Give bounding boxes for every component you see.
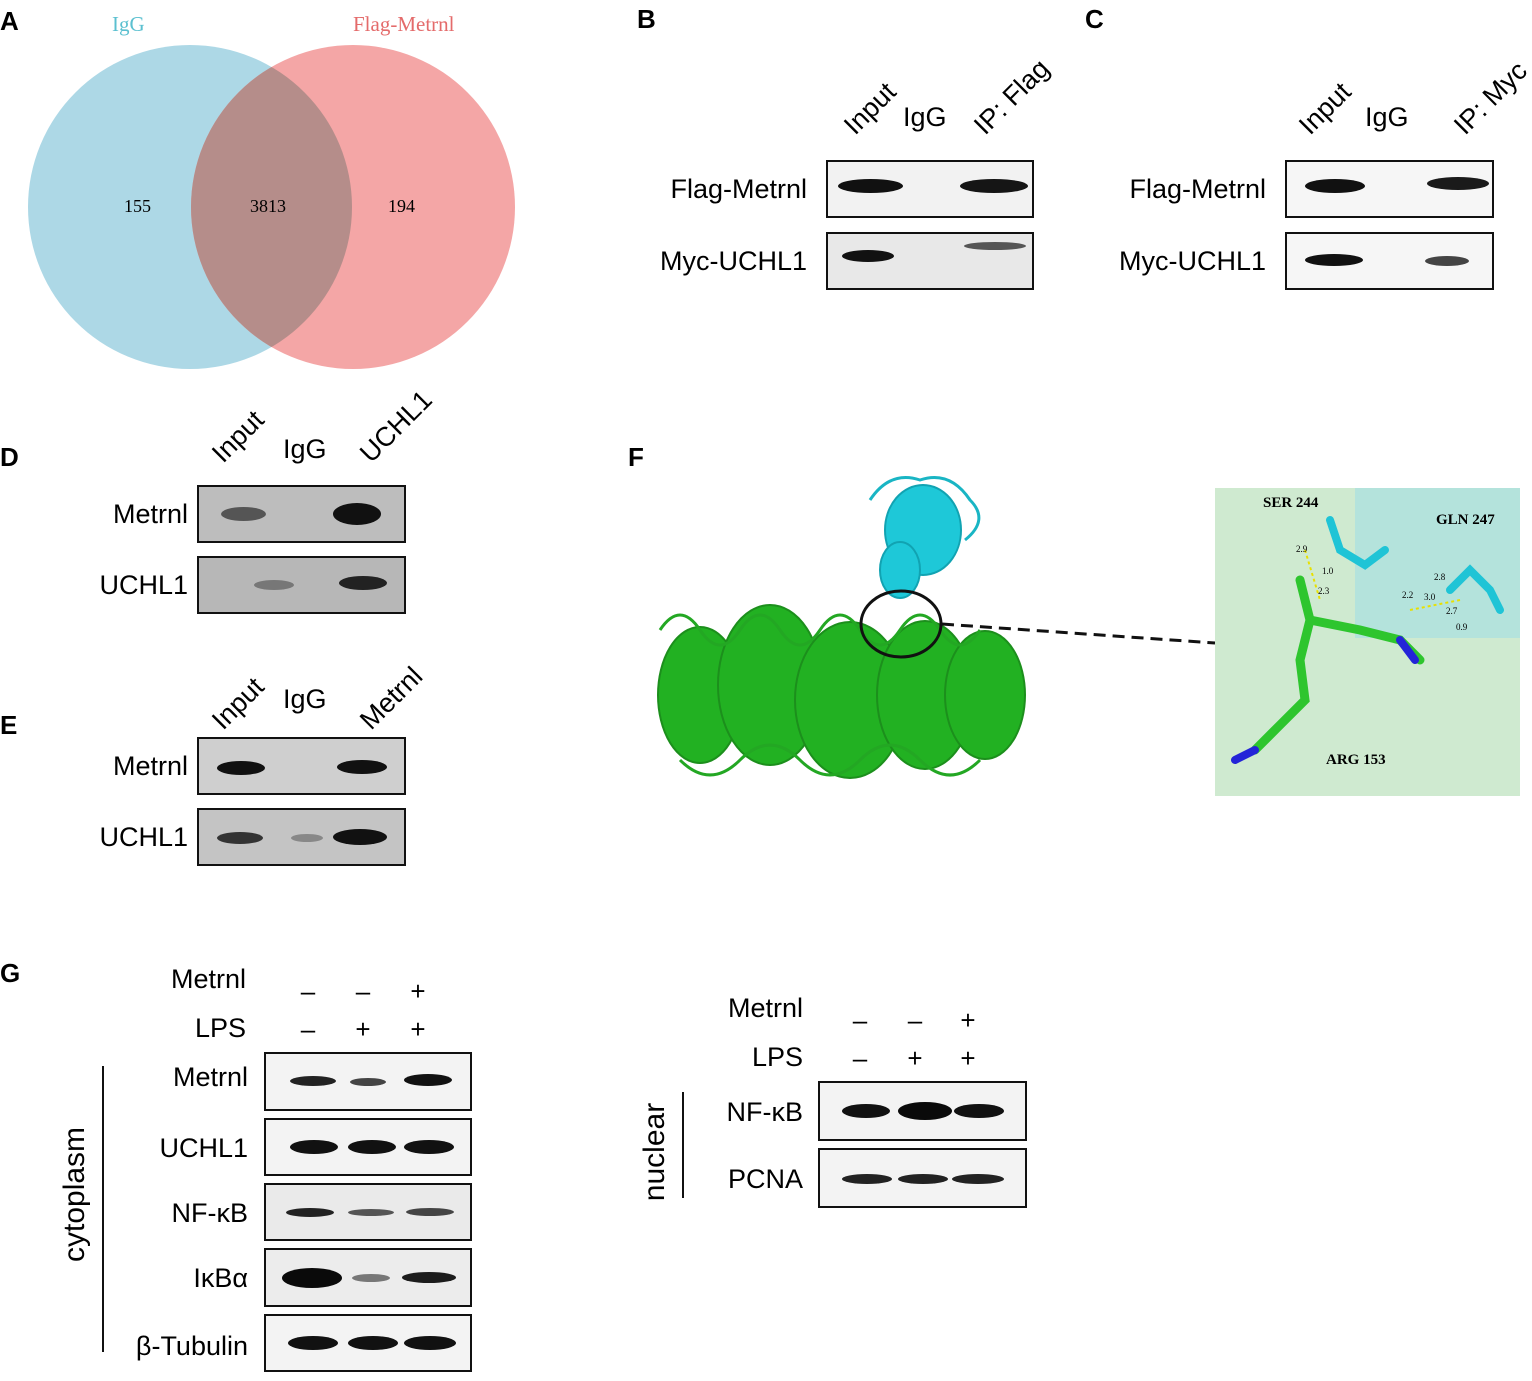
cytoplasm-label: cytoplasm (58, 1126, 91, 1262)
panel-b-row-myc: Myc-UCHL1 (659, 246, 807, 276)
g-cyto-blot-metrnl (264, 1052, 472, 1111)
panel-d-blot-metrnl (197, 485, 406, 543)
panel-d-row-metrnl: Metrnl (112, 499, 188, 529)
panel-label-d: D (0, 442, 19, 472)
panel-b-blot-flag (826, 160, 1034, 218)
panel-c-blot-myc (1285, 232, 1494, 290)
distance-label: 2.7 (1446, 606, 1458, 616)
g-nuc-sign: + (907, 1043, 923, 1073)
panel-d-lane-igg: IgG (283, 434, 327, 464)
panel-c-lane-igg: IgG (1365, 102, 1409, 132)
protein-structure-image (657, 476, 1520, 796)
cyan-protein-cartoon (879, 484, 962, 599)
panel-label-b: B (637, 4, 656, 34)
g-cyto-blot-uchl1 (264, 1118, 472, 1176)
panel-b-row-flag: Flag-Metrnl (670, 174, 807, 204)
panel-label-e: E (0, 710, 18, 740)
g-cyto-sign: + (410, 1014, 426, 1044)
g-cyto-sign: – (300, 976, 316, 1006)
venn-overlap-count: 3813 (250, 196, 286, 216)
g-cyto-row-nfkb: NF-κB (171, 1198, 249, 1228)
panel-b-lane-igg: IgG (903, 102, 947, 132)
g-cyto-treat-metrnl: Metrnl (170, 964, 246, 994)
venn-left-count: 155 (124, 196, 151, 216)
g-cyto-treat-lps: LPS (194, 1013, 246, 1043)
panel-c-row-myc: Myc-UCHL1 (1118, 246, 1266, 276)
g-cyto-blot-tubulin (264, 1314, 472, 1372)
green-protein-cartoon (657, 604, 1026, 779)
panel-c-lane-input: Input (1293, 76, 1357, 141)
panel-d-lane-uchl1: UCHL1 (354, 384, 438, 469)
nuclear-bracket (682, 1092, 684, 1198)
g-cyto-blot-nfkb (264, 1183, 472, 1241)
venn-right-label: Flag-Metrnl (353, 12, 455, 36)
venn-diagram (28, 45, 515, 369)
panel-b-lane-ip: IP: Flag (968, 53, 1056, 141)
panel-c-row-flag: Flag-Metrnl (1129, 174, 1266, 204)
venn-left-label: IgG (112, 12, 145, 36)
g-nuc-row-nfkb: NF-κB (726, 1097, 804, 1127)
g-nuc-sign: – (907, 1005, 923, 1035)
panel-d-blot-uchl1 (197, 556, 406, 614)
g-cyto-row-tubulin: β-Tubulin (135, 1331, 248, 1361)
g-nuc-treat-metrnl: Metrnl (727, 993, 803, 1023)
panel-c-blot-flag (1285, 160, 1494, 218)
residue-label-gln247: GLN 247 (1436, 512, 1495, 528)
panel-e-row-uchl1: UCHL1 (99, 822, 188, 852)
g-cyto-sign: – (355, 976, 371, 1006)
distance-label: 2.3 (1318, 586, 1330, 596)
distance-label: 2.2 (1402, 590, 1414, 600)
panel-label-a: A (0, 6, 19, 36)
panel-e-lane-igg: IgG (283, 684, 327, 714)
distance-label: 3.0 (1424, 592, 1436, 602)
distance-label: 1.0 (1322, 566, 1334, 576)
panel-e-lane-metrnl: Metrnl (354, 661, 429, 736)
g-cyto-sign: + (410, 976, 426, 1006)
g-cyto-row-ikba: IκBα (193, 1263, 248, 1293)
distance-label: 0.9 (1456, 622, 1468, 632)
panel-e-blot-metrnl (197, 737, 406, 795)
distance-label: 2.8 (1434, 572, 1446, 582)
g-nuc-sign: – (852, 1043, 868, 1073)
panel-b-blot-myc (826, 232, 1034, 290)
panel-e-lane-input: Input (206, 671, 270, 736)
panel-c-lane-ip: IP: Myc (1448, 55, 1532, 141)
panel-label-g: G (0, 958, 21, 988)
g-nuc-sign: + (960, 1043, 976, 1073)
venn-right-count: 194 (388, 196, 415, 216)
panel-e-row-metrnl: Metrnl (112, 751, 188, 781)
venn-overlap (191, 45, 352, 369)
g-cyto-blot-ikba (264, 1248, 472, 1307)
panel-e-blot-uchl1 (197, 808, 406, 866)
g-cyto-sign: + (355, 1014, 371, 1044)
panel-label-c: C (1085, 4, 1104, 34)
panel-b-lane-input: Input (838, 76, 902, 141)
g-cyto-row-metrnl: Metrnl (172, 1062, 248, 1092)
nuclear-label: nuclear (638, 1102, 671, 1202)
g-nuc-blot-pcna (818, 1148, 1027, 1208)
interaction-site-circle (859, 589, 943, 659)
g-nuc-blot-nfkb (818, 1081, 1027, 1141)
distance-label: 2.9 (1296, 544, 1308, 554)
panel-label-f: F (628, 442, 644, 472)
zoom-dashed-line (941, 622, 1216, 645)
g-cyto-sign: – (300, 1014, 316, 1044)
cytoplasm-bracket (102, 1066, 104, 1352)
g-nuc-treat-lps: LPS (751, 1042, 803, 1072)
residue-label-ser244: SER 244 (1263, 495, 1319, 511)
g-nuc-row-pcna: PCNA (727, 1164, 803, 1194)
g-nuc-sign: + (960, 1005, 976, 1035)
panel-d-lane-input: Input (206, 404, 270, 469)
g-cyto-row-uchl1: UCHL1 (159, 1133, 248, 1163)
panel-d-row-uchl1: UCHL1 (99, 570, 188, 600)
g-nuc-sign: – (852, 1005, 868, 1035)
residue-label-arg153: ARG 153 (1326, 752, 1386, 768)
